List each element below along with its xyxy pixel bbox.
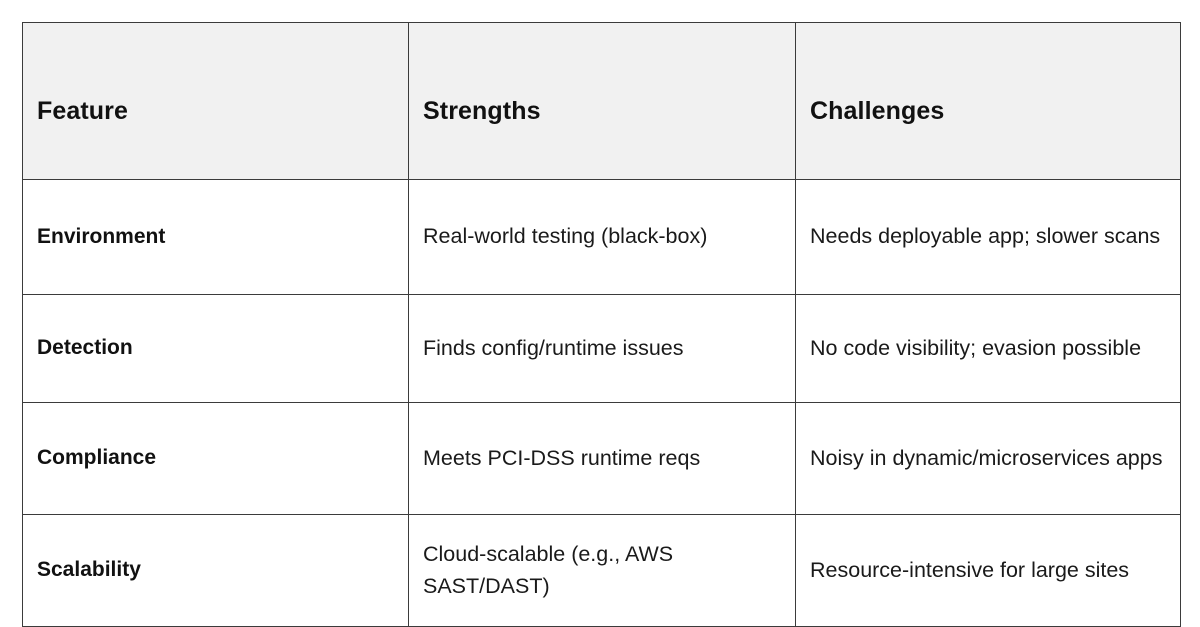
cell-challenges: No code visibility; evasion possible [795,294,1181,403]
table-row: Environment Real-world testing (black-bo… [22,179,1181,295]
table-body: Environment Real-world testing (black-bo… [22,179,1181,627]
cell-feature: Detection [22,294,409,403]
table-header: Feature Strengths Challenges [22,22,1181,180]
cell-strengths: Cloud-scalable (e.g., AWS SAST/DAST) [408,514,796,627]
cell-strengths: Meets PCI-DSS runtime reqs [408,402,796,515]
cell-challenges: Noisy in dynamic/microservices apps [795,402,1181,515]
column-header-challenges: Challenges [795,22,1181,180]
table-row: Detection Finds config/runtime issues No… [22,294,1181,403]
table-row: Scalability Cloud-scalable (e.g., AWS SA… [22,514,1181,627]
comparison-table-container: Feature Strengths Challenges Environment… [22,22,1181,627]
cell-feature: Compliance [22,402,409,515]
table-header-row: Feature Strengths Challenges [22,22,1181,180]
cell-strengths: Real-world testing (black-box) [408,179,796,295]
cell-feature: Scalability [22,514,409,627]
comparison-table: Feature Strengths Challenges Environment… [22,22,1181,627]
column-header-feature: Feature [22,22,409,180]
table-row: Compliance Meets PCI-DSS runtime reqs No… [22,402,1181,515]
column-header-strengths: Strengths [408,22,796,180]
cell-challenges: Needs deployable app; slower scans [795,179,1181,295]
cell-strengths: Finds config/runtime issues [408,294,796,403]
cell-feature: Environment [22,179,409,295]
cell-challenges: Resource-intensive for large sites [795,514,1181,627]
